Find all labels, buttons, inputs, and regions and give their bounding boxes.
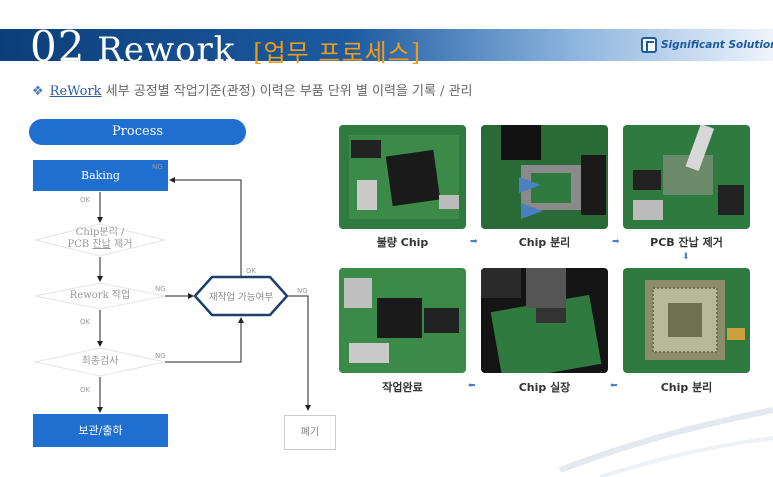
arrow-right-icon: ➡ <box>612 237 620 247</box>
ng-label-1: NG <box>155 285 166 293</box>
arrow-right-icon: ➡ <box>470 237 478 247</box>
diamond-bullet-icon: ❖ <box>32 84 44 99</box>
arrow-left-icon: ⬅ <box>610 381 618 391</box>
caption-chip-separation-2: Chip 분리 <box>660 381 713 394</box>
chip-separation-2-photo <box>623 268 750 373</box>
title-text: Rework <box>97 30 236 70</box>
bullet-text: 세부 공정별 작업기준(관정) 이력은 부품 단위 별 이력을 기록 / 관리 <box>101 84 473 99</box>
pcb-clean-suffix: 제거 <box>110 239 133 250</box>
pcb-clean-line2: PCB 잔납 제거 <box>40 239 160 251</box>
rework-work-step: Rework 작업 <box>69 290 131 301</box>
chip-separation-photo <box>481 125 608 229</box>
caption-chip-mounting: Chip 실장 <box>518 381 571 394</box>
caption-work-complete: 작업완료 <box>382 381 423 394</box>
disposal-step: 폐기 <box>284 415 336 450</box>
arrow-left-icon: ⬅ <box>468 381 476 391</box>
storage-shipping-step: 보관/출하 <box>33 414 168 447</box>
baking-step: Baking <box>33 160 168 191</box>
baking-ng-label: NG <box>152 163 163 171</box>
caption-defective-chip: 불량 Chip <box>376 236 429 249</box>
pcb-residue-removal-photo <box>623 125 750 229</box>
rework-link[interactable]: ReWork <box>49 84 102 99</box>
logo-text: Significant Solution <box>661 39 773 51</box>
ok-label-3: OK <box>80 386 91 394</box>
title-subtitle: [업무 프로세스] <box>253 39 422 67</box>
work-complete-photo <box>339 268 466 373</box>
chip-separate-line1: Chip분리 / <box>75 227 125 238</box>
defective-chip-photo <box>339 125 466 229</box>
final-inspection-step: 최종검사 <box>81 356 119 367</box>
section-number: 02 <box>30 22 86 71</box>
pcb-clean-prefix: PCB <box>67 239 93 250</box>
ok-label-top: OK <box>246 267 257 275</box>
description-bullet: ❖ ReWork 세부 공정별 작업기준(관정) 이력은 부품 단위 별 이력을 … <box>32 84 572 99</box>
page-title: 02 Rework [업무 프로세스] <box>30 22 421 71</box>
company-logo: Significant Solution <box>641 36 773 54</box>
caption-pcb-residue-removal: PCB 잔납 제거 <box>650 236 723 249</box>
ng-label-3: NG <box>297 287 308 295</box>
arrow-down-icon: ⬇ <box>682 252 690 262</box>
pcb-clean-underlined: 잔납 <box>92 239 111 250</box>
ok-label-2: OK <box>80 318 91 326</box>
rework-possible-decision: 재작업 가능여부 <box>208 292 274 303</box>
ng-label-2: NG <box>155 352 166 360</box>
logo-icon <box>641 37 657 53</box>
process-header: Process <box>29 119 246 145</box>
caption-chip-separation: Chip 분리 <box>518 236 571 249</box>
ok-label-1: OK <box>80 196 91 204</box>
chip-mounting-photo <box>481 268 608 373</box>
chip-separate-step: Chip분리 / PCB 잔납 제거 <box>40 227 160 251</box>
